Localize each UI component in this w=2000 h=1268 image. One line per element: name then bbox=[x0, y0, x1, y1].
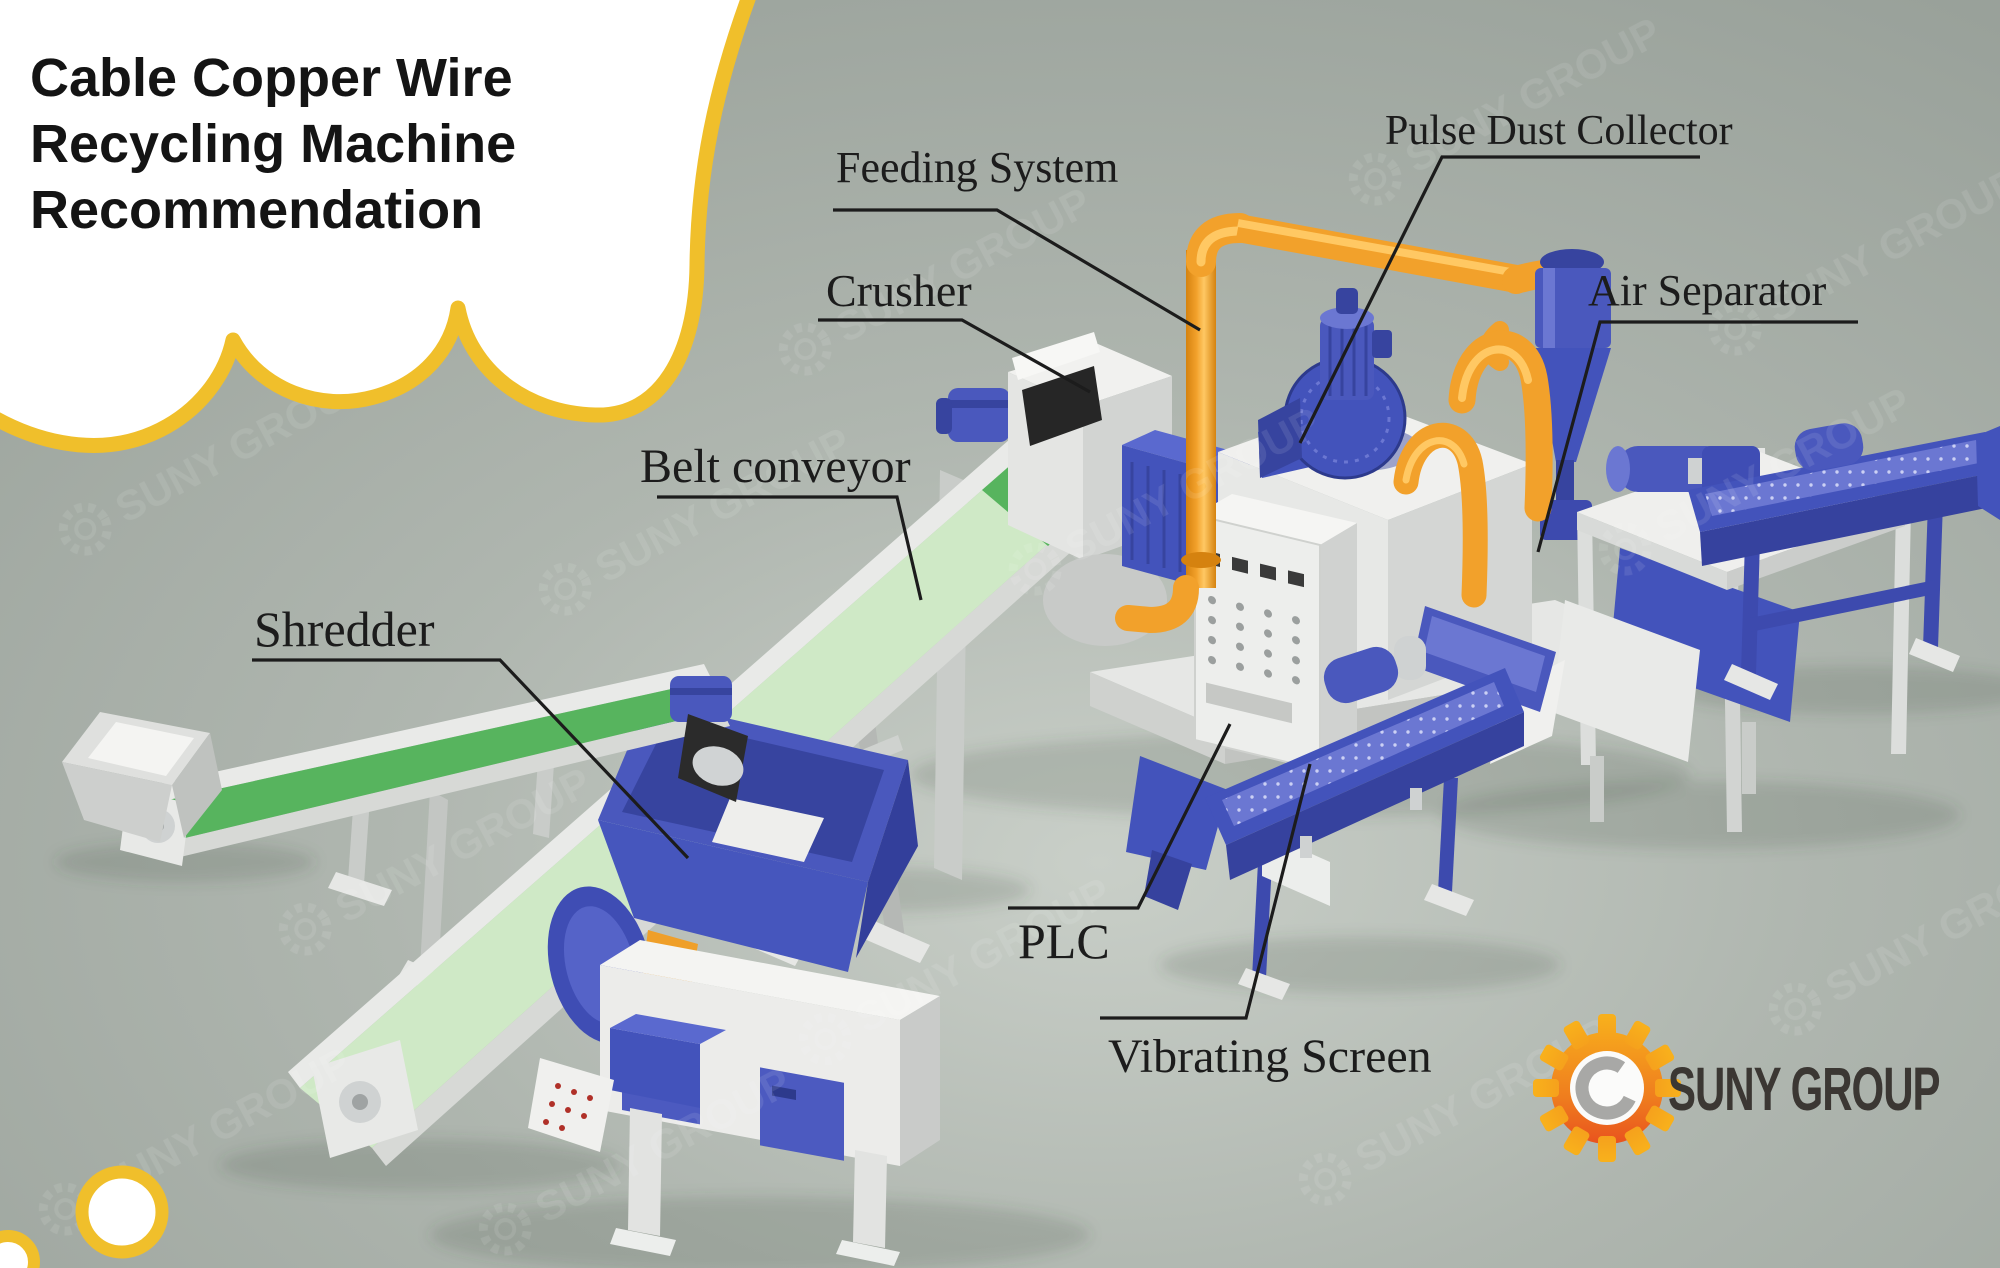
label-feeding-system-text: Feeding System bbox=[836, 143, 1118, 192]
plc-cabinet bbox=[1194, 494, 1357, 772]
feed-hopper-conveyor bbox=[62, 664, 748, 906]
label-air-separator-text: Air Separator bbox=[1588, 266, 1827, 315]
label-feeding-system: Feeding System bbox=[833, 143, 1201, 332]
label-vibrating-screen: Vibrating Screen bbox=[1100, 763, 1432, 1083]
cloud-shape bbox=[0, 0, 756, 453]
shredder bbox=[528, 700, 940, 1266]
gear-icon bbox=[1533, 1014, 1681, 1162]
label-plc-text: PLC bbox=[1018, 913, 1110, 969]
title-cloud: Cable Copper Wire Recycling Machine Reco… bbox=[0, 0, 756, 1268]
part-labels: Feeding System Pulse Dust Collector Air … bbox=[252, 108, 1858, 1083]
label-vibrating-screen-text: Vibrating Screen bbox=[1108, 1030, 1432, 1083]
label-belt-conveyor-text: Belt conveyor bbox=[640, 440, 911, 493]
label-shredder: Shredder bbox=[252, 601, 690, 860]
vibrating-screen-front bbox=[1126, 646, 1524, 1000]
cloud-bubble-large bbox=[75, 1165, 169, 1259]
page-title-line1: Cable Copper Wire bbox=[30, 48, 513, 108]
brand-logo: SUNY GROUP bbox=[1533, 1014, 1941, 1162]
label-air-separator: Air Separator bbox=[1536, 266, 1858, 553]
vibrating-screen-elevated bbox=[1688, 423, 2000, 700]
page-title-line2: Recycling Machine bbox=[30, 114, 516, 174]
label-pulse-dust-collector-text: Pulse Dust Collector bbox=[1385, 108, 1733, 154]
page-title-line3: Recommendation bbox=[30, 180, 483, 240]
pipe-elbows bbox=[1393, 330, 1553, 608]
label-belt-conveyor: Belt conveyor bbox=[640, 440, 923, 601]
brand-logo-text: SUNY GROUP bbox=[1668, 1056, 1940, 1124]
feeding-pipe bbox=[1115, 213, 1592, 634]
label-crusher: Crusher bbox=[818, 265, 1091, 394]
feed-belt bbox=[150, 680, 722, 842]
label-pulse-dust-collector: Pulse Dust Collector bbox=[1298, 108, 1733, 444]
label-shredder-text: Shredder bbox=[254, 601, 435, 657]
cloud-bubble-small bbox=[0, 1230, 40, 1268]
discharge-conveyor bbox=[1394, 606, 1556, 712]
cyclone-separator bbox=[1480, 249, 1611, 540]
label-crusher-text: Crusher bbox=[826, 265, 972, 316]
label-plc: PLC bbox=[1008, 723, 1232, 969]
